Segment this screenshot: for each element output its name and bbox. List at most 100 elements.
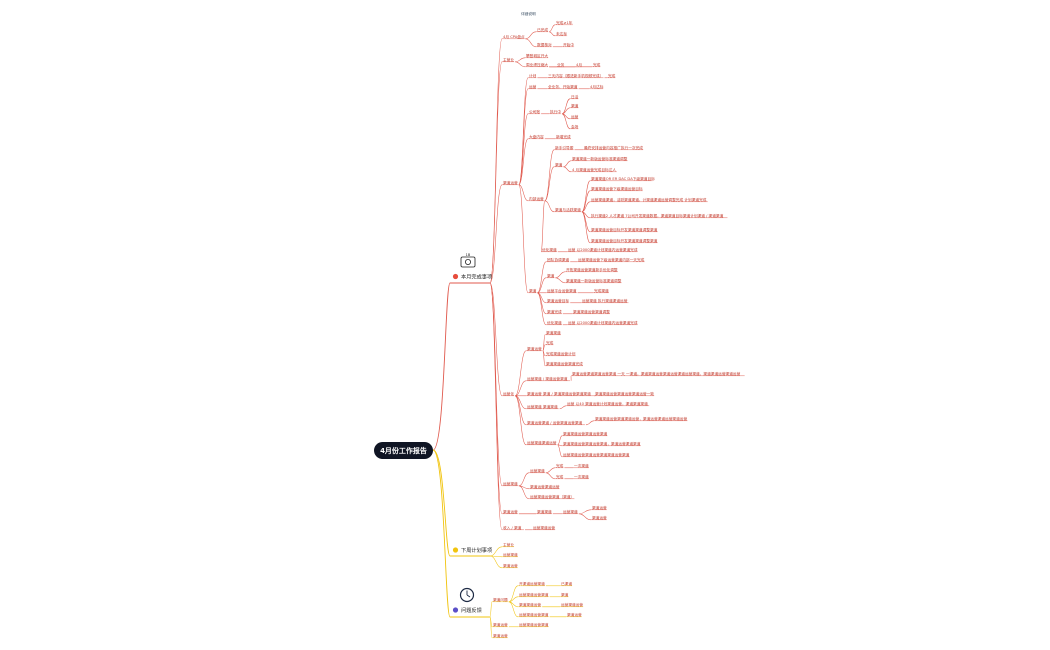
category-done[interactable]: 1B 本月完成事项 xyxy=(452,253,492,281)
node-n3e3[interactable]: 渠道与活跃渠道 xyxy=(555,207,581,212)
node-n4c1[interactable]: 渠道渠道运营渠道运营渠道运营一致 xyxy=(595,391,654,396)
node-n3f2[interactable]: 渠道 xyxy=(547,273,555,278)
node-n4b[interactable]: 运营渠道 / 渠道运营渠道 xyxy=(527,376,568,381)
node-n1a1[interactable]: 完成≥1年 xyxy=(556,20,573,25)
node-n3e3d[interactable]: 执行渠道2 人才渠道 7公司开发渠道数据，渠道渠道目标渠道计划渠道 / 渠道渠道 xyxy=(591,213,724,218)
node-n3f1[interactable]: 团队协调渠道 xyxy=(547,257,569,262)
node-n3e3e[interactable]: 渠道渠道运营目标开发渠道渠道调整渠道 xyxy=(591,227,658,232)
node-n1a[interactable]: 已完成 xyxy=(537,27,548,32)
node-n3a1[interactable]: 三天内容（跟进新手机视频完成） xyxy=(548,73,603,78)
node-n4a3[interactable]: 完成渠道运营计划 xyxy=(546,351,576,356)
node-n6a1a[interactable]: 渠道运营 xyxy=(592,505,607,510)
node-p1c1[interactable]: 运营渠道运营 xyxy=(561,602,583,607)
node-n3f4[interactable]: 渠道运营目标 xyxy=(547,298,569,303)
node-n4b1[interactable]: 渠道运营渠道渠道运营渠道 一天 一渠道，渠道渠道运营渠道运营渠道运营渠道，渠道渠… xyxy=(572,371,741,376)
node-p1c[interactable]: 渠道渠道运营 xyxy=(519,602,541,607)
node-m3[interactable]: 渠道运营 xyxy=(503,563,518,568)
node-n2b3[interactable]: 完成 xyxy=(593,62,601,67)
node-n4a2[interactable]: 完成 xyxy=(546,340,554,345)
node-n3f5a[interactable]: 渠道渠道运营渠道调整 xyxy=(573,309,610,314)
node-n3e1[interactable]: 新手引导服 xyxy=(555,145,574,150)
node-n3[interactable]: 渠道运营 xyxy=(503,180,518,185)
node-n3e[interactable]: 内部运营 xyxy=(529,196,544,201)
node-p1[interactable]: 渠道问题 xyxy=(493,597,508,602)
node-n3f[interactable]: 渠道 xyxy=(529,288,537,293)
node-n5b[interactable]: 渠道运营渠道运营 xyxy=(530,484,560,489)
node-n4f1[interactable]: 渠道渠道运营渠道运营渠道 xyxy=(563,431,608,436)
node-n7[interactable]: 收入 / 渠道 xyxy=(503,525,522,530)
node-n2b2[interactable]: 4月 xyxy=(576,62,582,67)
node-n4e[interactable]: 渠道运营渠道 / 运营渠道运营渠道 xyxy=(527,420,583,425)
node-n4a[interactable]: 渠道运营 xyxy=(527,346,542,351)
node-p2a[interactable]: 运营渠道运营渠道 xyxy=(519,622,549,627)
node-n3c3[interactable]: 渠道 xyxy=(571,103,579,108)
node-p2[interactable]: 渠道运营 xyxy=(493,622,508,627)
node-p1a[interactable]: 开渠道运营渠道 xyxy=(519,581,545,586)
node-n3c1[interactable]: 执行中 xyxy=(550,109,561,114)
node-n7a[interactable]: 运营渠道运营 xyxy=(533,525,555,530)
node-n4c[interactable]: 渠道运营 渠道 / 渠道渠道运营渠道渠道 xyxy=(527,391,591,396)
root-node[interactable]: 4月份工作报告 xyxy=(374,442,433,459)
node-n3e3a[interactable]: 渠道渠道OR ER DAC DA下级渠道目标 xyxy=(591,176,655,181)
node-n4f[interactable]: 运营渠道渠道运营 xyxy=(527,440,557,445)
node-n4a4[interactable]: 渠道渠道运营渠道完成 xyxy=(546,361,583,366)
node-n3e2b[interactable]: 4 月渠道运营完成目标达人 xyxy=(572,167,616,172)
node-n3e4[interactable]: 优化渠道 xyxy=(542,247,557,252)
node-n5a[interactable]: 运营渠道 xyxy=(530,468,545,473)
node-n1b[interactable]: 数据核对 xyxy=(537,42,552,47)
node-n3f6a[interactable]: 运营 以2000渠道计划渠道内运营渠道完成 xyxy=(568,320,638,325)
node-m2[interactable]: 运营渠道 xyxy=(503,552,518,557)
node-p1b[interactable]: 运营渠道运营渠道 xyxy=(519,592,549,597)
node-n2b1[interactable]: 业务 xyxy=(557,62,565,67)
node-n3a2[interactable]: 完成 xyxy=(608,73,616,78)
node-n3b[interactable]: 运营 xyxy=(529,84,537,89)
node-n6[interactable]: 渠道运营 xyxy=(503,509,518,514)
node-n3f3[interactable]: 运营平台运营渠道 xyxy=(547,288,577,293)
node-n2a[interactable]: 攀登城区开大 xyxy=(526,53,548,58)
node-n4a1[interactable]: 渠道渠道 xyxy=(546,330,561,335)
node-n5[interactable]: 运营渠道 xyxy=(503,481,518,486)
node-p1b1[interactable]: 渠道 xyxy=(561,592,569,597)
node-n3e4a[interactable]: 运营 以2000渠道计划渠道内运营渠道完成 xyxy=(568,247,638,252)
node-n3f4a[interactable]: 运营渠道 执行渠道渠道运营 xyxy=(582,298,628,303)
node-n3b2[interactable]: 4月达标 xyxy=(590,84,604,89)
node-n5a2a[interactable]: 一次渠道 xyxy=(574,474,589,479)
node-n3f2a[interactable]: 开拓渠道运营渠道新手优化调整 xyxy=(566,267,618,272)
category-next[interactable]: 下周计划事项 xyxy=(452,546,492,554)
node-n4d1[interactable]: 运营 以40 渠道运营计划渠道运营，渠道渠道渠道 xyxy=(567,401,648,406)
node-n3e2a[interactable]: 渠道渠道一新版运营标准渠道调整 xyxy=(572,156,628,161)
node-n3d1[interactable]: 新增完成 xyxy=(556,134,571,139)
node-n3e2[interactable]: 渠道 xyxy=(555,162,563,167)
node-n3f1a[interactable]: 运营渠道运营下级运营渠道内部一天完成 xyxy=(578,257,645,262)
node-n3f2b[interactable]: 渠道渠道一新版运营标准渠道调整 xyxy=(566,278,622,283)
node-n3d[interactable]: 大盘内容 xyxy=(529,134,544,139)
node-p1d1[interactable]: 渠道运营 xyxy=(567,612,582,617)
node-n4[interactable]: 运营化 xyxy=(503,391,514,396)
node-n3e1a[interactable]: 最终安排运营内容推广执行一次完成 xyxy=(584,145,643,150)
node-n2b[interactable]: 周业绩压缩大 xyxy=(526,62,548,67)
node-n3f6[interactable]: 优化渠道 xyxy=(547,320,562,325)
category-issues[interactable]: 问题反馈 xyxy=(452,587,482,615)
node-n3a[interactable]: 计划 xyxy=(529,73,537,78)
node-n6a[interactable]: 渠道渠道 xyxy=(537,509,552,514)
node-n3f3a[interactable]: 完成渠道 xyxy=(594,288,609,293)
node-p1d[interactable]: 运营渠道运营渠道 xyxy=(519,612,549,617)
node-n1b1[interactable]: 开始中 xyxy=(563,42,574,47)
node-n3c4[interactable]: 运营 xyxy=(571,114,579,119)
node-n3c5[interactable]: 会场 xyxy=(571,124,579,129)
node-n3c2[interactable]: 日活 xyxy=(571,94,579,99)
node-n5a1[interactable]: 完成 xyxy=(556,463,564,468)
node-n3c[interactable]: 公司账 xyxy=(529,109,540,114)
node-n4e1[interactable]: 渠道渠道运营渠道渠道运营，渠道运营渠道运营渠道运营 xyxy=(595,416,687,421)
node-n1[interactable]: 4月 CPA盘点 xyxy=(503,34,525,39)
node-n3e3f[interactable]: 渠道渠道运营目标开发渠道渠道调整渠道 xyxy=(591,238,658,243)
node-m1[interactable]: 主营业 xyxy=(503,542,514,547)
node-n5a1a[interactable]: 一次渠道 xyxy=(574,463,589,468)
node-n4d[interactable]: 运营渠道 渠道渠道 xyxy=(527,404,558,409)
node-n3e3c[interactable]: 运营渠道渠道，活跃渠道渠道，计渠道渠道运营调整完成 计划渠道完成 xyxy=(591,197,707,202)
node-n6a1[interactable]: 运营渠道 xyxy=(563,509,578,514)
node-p3[interactable]: 渠道运营 xyxy=(493,633,508,638)
node-n4f3[interactable]: 运营渠道运营渠道运营渠道渠道运营渠道 xyxy=(563,452,630,457)
node-n4f2[interactable]: 渠道渠道运营渠道运营渠道，渠道运营渠道渠道 xyxy=(563,441,641,446)
node-n3b1[interactable]: 全业务、开始渠道 xyxy=(548,84,578,89)
